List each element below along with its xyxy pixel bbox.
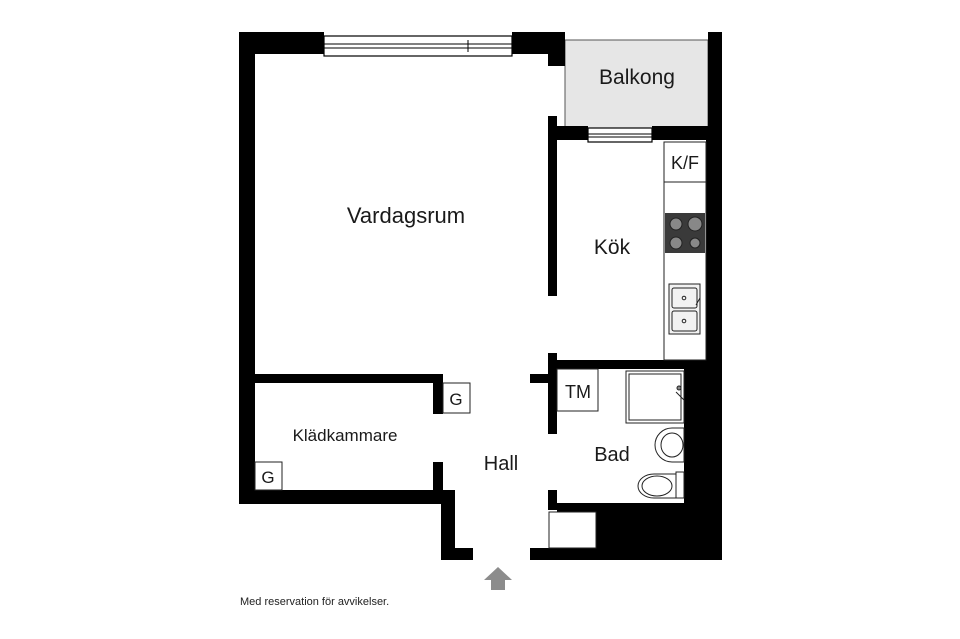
walls: [239, 32, 722, 560]
room-label-hall: Hall: [484, 453, 518, 475]
washbasin-icon: [654, 427, 685, 463]
toilet-icon: [637, 471, 685, 499]
fixture-label-tm: TM: [565, 382, 591, 402]
room-label-vardagsrum: Vardagsrum: [347, 203, 465, 228]
g-box-1: [442, 382, 471, 414]
arrow-up-icon: [484, 567, 512, 590]
shower-icon: [625, 370, 685, 424]
stove-icon: [665, 213, 705, 253]
disclaimer-text: Med reservation för avvikelser.: [240, 596, 390, 608]
fixture-label-kf: K/F: [671, 153, 699, 173]
room-label-balkong: Balkong: [599, 66, 675, 89]
room-label-kok: Kök: [594, 236, 631, 259]
entrance-closet: [548, 511, 597, 549]
g-box-2: [254, 461, 283, 491]
room-label-bad: Bad: [594, 444, 630, 466]
fixture-label-g1: G: [449, 390, 462, 409]
room-label-kladkammare: Klädkammare: [293, 426, 398, 445]
kitchen-sink-icon: [668, 283, 701, 335]
window-kitchen: [587, 127, 653, 143]
balcony-area: [564, 39, 709, 129]
fixture-label-g2: G: [261, 468, 274, 487]
tm-box: [556, 368, 599, 412]
window-living: [323, 35, 513, 57]
